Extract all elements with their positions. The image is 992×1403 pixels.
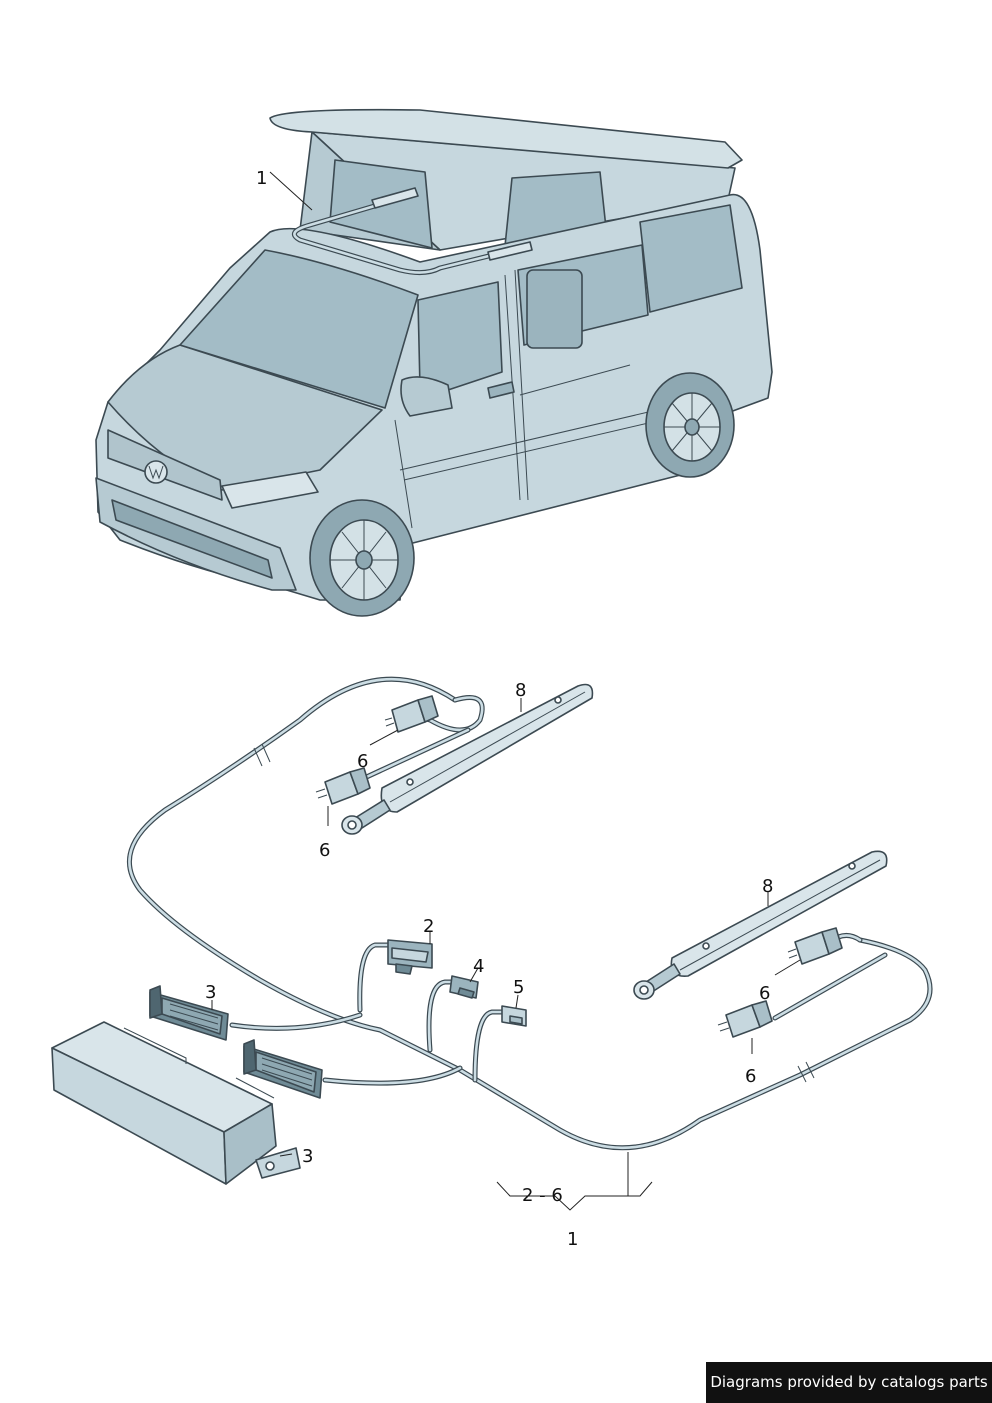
windshield <box>179 249 419 409</box>
branch-cable-5 <box>472 1009 508 1083</box>
callout-1-harness: 1 <box>567 1229 578 1250</box>
connector-3-upper <box>149 985 229 1041</box>
side-window-rear <box>639 204 743 313</box>
sliding-door-inner-window <box>526 269 583 349</box>
plug-6-right-lower <box>717 1000 773 1038</box>
van-hood <box>107 344 383 491</box>
callout-6-left-lower: 6 <box>319 840 330 861</box>
front-wheel <box>309 499 415 617</box>
callout-4: 4 <box>473 956 484 977</box>
callout-8-right: 8 <box>762 876 773 897</box>
cable-break-mark-lower <box>797 1061 815 1083</box>
side-window-front-door <box>417 281 503 391</box>
lower-air-intake <box>111 499 273 579</box>
leader-line-3-lower <box>279 1153 293 1157</box>
plug-6-left-lower <box>315 767 371 805</box>
door-handle <box>487 381 515 399</box>
callout-6-right-lower: 6 <box>745 1066 756 1087</box>
leader-line-5 <box>515 994 519 1009</box>
gas-strut-8-right <box>633 850 888 1000</box>
vw-badge-letters <box>148 465 164 480</box>
callout-2: 2 <box>423 916 434 937</box>
diagram-credit-banner: Diagrams provided by catalogs parts <box>706 1362 992 1403</box>
connector-2 <box>387 939 433 975</box>
camper-van-illustration: 1 <box>95 108 773 617</box>
leader-line-4 <box>469 967 479 983</box>
callout-5: 5 <box>513 977 524 998</box>
callout-6-right-upper: 6 <box>759 983 770 1004</box>
callout-3-lower: 3 <box>302 1146 313 1167</box>
callout-3-upper: 3 <box>205 982 216 1003</box>
plug-6-right-upper <box>787 927 843 965</box>
roof-strut-on-van-right <box>487 241 533 261</box>
connector-5 <box>501 1005 527 1027</box>
headlight <box>221 471 319 509</box>
gas-strut-8-left <box>341 683 594 835</box>
callout-8-left: 8 <box>515 680 526 701</box>
leader-line-6-upper <box>369 729 399 746</box>
callout-range-2-6: 2 - 6 <box>522 1185 563 1206</box>
range-bracket <box>496 1152 653 1211</box>
callout-1-van: 1 <box>256 168 267 189</box>
main-harness-cable <box>126 676 933 1151</box>
popup-roof-lid <box>269 108 743 169</box>
control-module-box <box>51 1021 301 1185</box>
plug-6-left-upper <box>384 695 439 733</box>
roof-strut-on-van-left <box>371 187 419 209</box>
connector-3-lower <box>243 1039 323 1099</box>
leader-line-6-right-upper <box>774 959 801 976</box>
cable-break-mark-upper <box>253 743 271 767</box>
callout-6-left-upper: 6 <box>357 751 368 772</box>
wiring-harness: 8 6 6 8 2 4 5 3 6 6 3 2 - 6 1 <box>51 676 933 1250</box>
vw-badge <box>144 460 168 484</box>
side-mirror <box>400 376 453 417</box>
rear-wheel <box>645 372 735 478</box>
connector-4 <box>449 975 479 999</box>
leader-line-1-van <box>269 171 313 211</box>
